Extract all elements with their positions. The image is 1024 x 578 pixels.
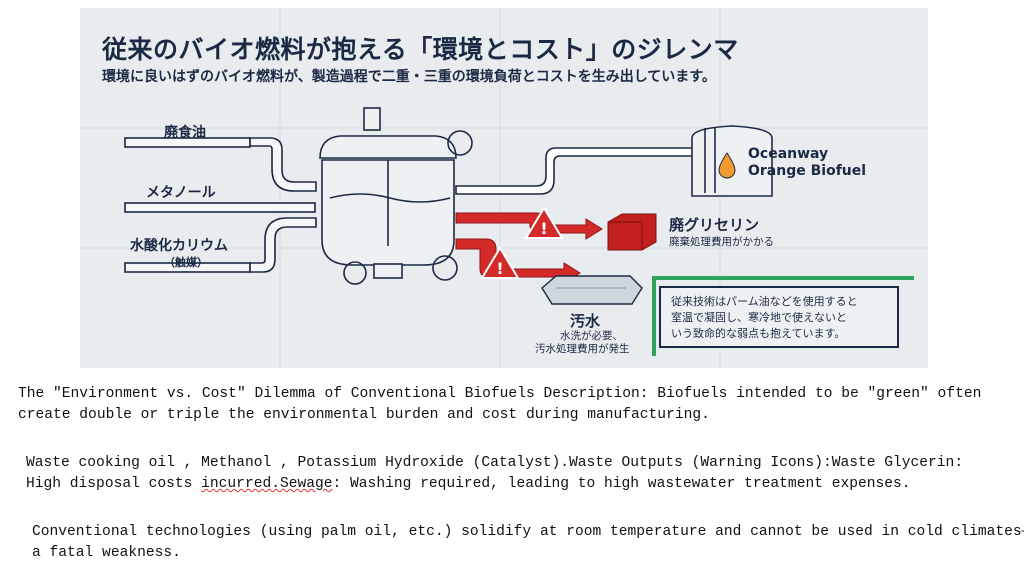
output-sewage-desc1: 水洗が必要、 — [560, 330, 623, 342]
note-line: 室温で凝固し、寒冷地で使えないと — [671, 311, 847, 324]
output-glycerin-desc: 廃棄処理費用がかかる — [669, 236, 774, 248]
text-line: High disposal costs incurred.Sewage: Was… — [26, 474, 963, 495]
text-line: Conventional technologies (using palm oi… — [32, 524, 1024, 540]
product-pipe — [455, 147, 697, 195]
svg-text:!: ! — [496, 259, 503, 278]
spellcheck-flagged-text[interactable]: incurred.Sewage — [201, 476, 333, 492]
sewage-tray-icon — [541, 275, 643, 305]
input-label-koh: 水酸化カリウム — [130, 238, 228, 254]
input-pipes — [124, 137, 317, 273]
text-line: a fatal weakness. — [32, 545, 181, 561]
description-paragraph-3: Conventional technologies (using palm oi… — [32, 522, 1024, 564]
svg-text:!: ! — [540, 219, 547, 238]
product-name: Oceanway Orange Biofuel — [748, 146, 866, 180]
text-line: The "Environment vs. Cost" Dilemma of Co… — [18, 386, 982, 402]
output-glycerin-title: 廃グリセリン — [669, 216, 760, 234]
text-run: : Washing required, leading to high wast… — [332, 476, 911, 492]
note-line: いう致命的な弱点も抱えています。 — [671, 327, 846, 340]
input-label-methanol: メタノール — [146, 185, 216, 201]
output-sewage-title: 汚水 — [570, 312, 601, 330]
product-name-line1: Oceanway — [748, 146, 829, 162]
text-line: create double or triple the environmenta… — [18, 407, 710, 423]
warning-icon: ! — [524, 206, 564, 239]
text-run: High disposal costs — [26, 476, 202, 492]
input-label-catalyst: （触媒） — [164, 256, 208, 269]
description-paragraph-2: Waste cooking oil , Methanol , Potassium… — [26, 453, 963, 495]
infographic-subtitle: 環境に良いはずのバイオ燃料が、製造過程で二重・三重の環境負荷とコストを生み出して… — [102, 69, 716, 85]
infographic-title: 従来のバイオ燃料が抱える「環境とコスト」のジレンマ — [102, 35, 739, 64]
fuel-drop-icon — [718, 152, 736, 179]
note-frame — [652, 276, 914, 356]
infographic-image: ! ! 従来のバイオ燃料が抱える「環境とコスト」のジレンマ 環境に良いはずのバイ… — [80, 8, 928, 368]
input-label-waste-oil: 廃食油 — [164, 125, 206, 141]
note-box: 従来技術はパーム油などを使用すると 室温で凝固し、寒冷地で使えないと いう致命的… — [659, 286, 899, 348]
glycerin-block-icon — [607, 213, 657, 251]
text-line: Waste cooking oil , Methanol , Potassium… — [26, 455, 964, 471]
warning-icon: ! — [480, 246, 520, 279]
note-line: 従来技術はパーム油などを使用すると — [671, 295, 858, 308]
description-paragraph-1: The "Environment vs. Cost" Dilemma of Co… — [18, 384, 981, 426]
output-sewage-desc2: 汚水処理費用が発生 — [535, 343, 630, 355]
reactor-icon — [319, 107, 473, 285]
product-name-line2: Orange Biofuel — [748, 163, 867, 179]
process-diagram: ! ! — [80, 8, 928, 368]
